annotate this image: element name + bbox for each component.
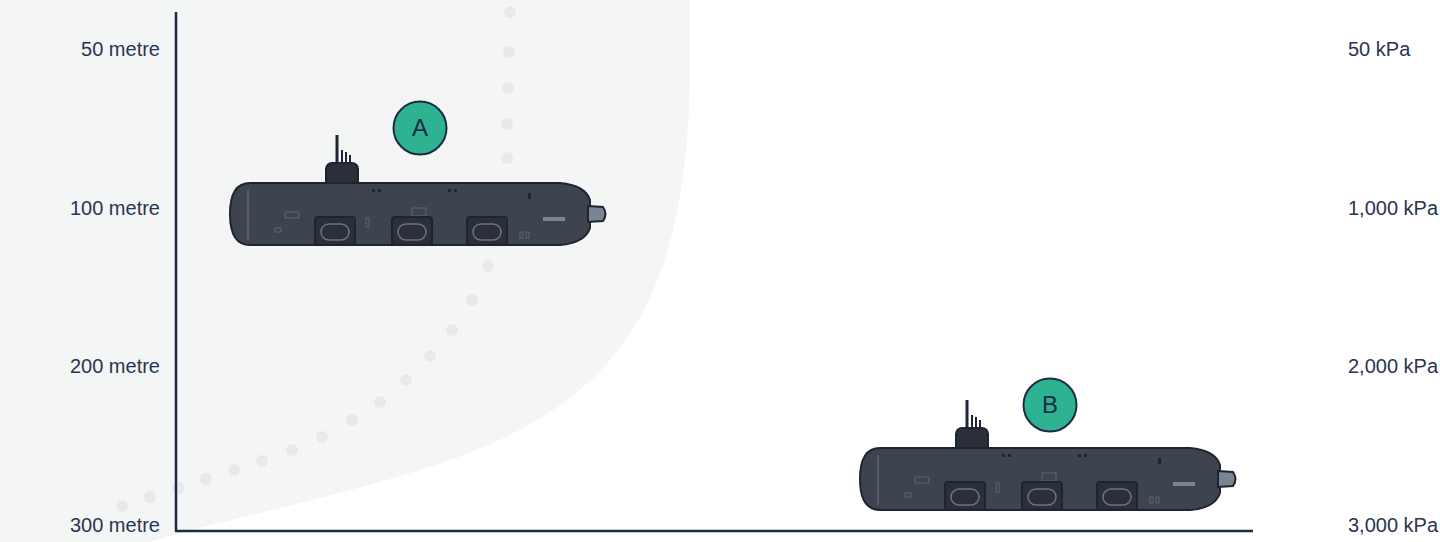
- marker-circle: B: [1022, 377, 1078, 433]
- depth-label: 50 metre: [0, 37, 160, 61]
- marker-letter: B: [1022, 377, 1078, 433]
- depth-axis: [175, 12, 178, 531]
- depth-label: 100 metre: [0, 196, 160, 220]
- pressure-label: 50 kPa: [1348, 37, 1410, 61]
- depth-label: 200 metre: [0, 354, 160, 378]
- seabed-axis: [175, 530, 1253, 533]
- marker-circle: A: [392, 100, 448, 156]
- pressure-label: 2,000 kPa: [1348, 354, 1438, 378]
- marker-letter: A: [392, 100, 448, 156]
- depth-label: 300 metre: [0, 513, 160, 537]
- pressure-label: 3,000 kPa: [1348, 513, 1438, 537]
- background-shape: [0, 0, 690, 542]
- pressure-label: 1,000 kPa: [1348, 196, 1438, 220]
